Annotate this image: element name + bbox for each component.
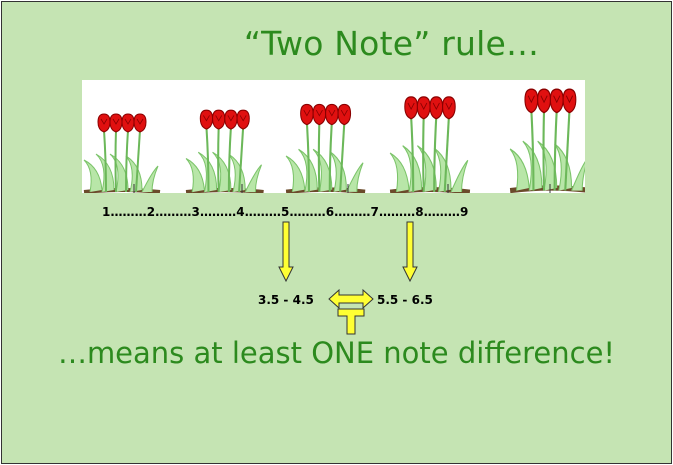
tulip-strip xyxy=(82,80,585,193)
tulip-group-5 xyxy=(510,89,585,190)
strip-ticks xyxy=(133,184,551,193)
down-arrow-icon xyxy=(278,221,294,283)
tulip-group-3 xyxy=(286,104,365,191)
left-right-arrow-icon xyxy=(328,288,374,335)
slide-title: “Two Note” rule… xyxy=(243,24,540,63)
conclusion-text: …means at least ONE note difference! xyxy=(57,336,616,370)
t-arrow-icon xyxy=(337,308,365,335)
note-scale: 1………2………3………4………5………6………7………8………9 xyxy=(102,205,469,219)
tulip-strip-illustration xyxy=(82,80,585,193)
down-arrow-icon xyxy=(402,221,418,283)
range-right: 5.5 - 6.5 xyxy=(377,293,433,307)
range-left: 3.5 - 4.5 xyxy=(258,293,314,307)
tulip-group-1 xyxy=(82,112,162,193)
tulip-group-2 xyxy=(186,110,264,192)
tulip-group-4 xyxy=(390,97,470,192)
